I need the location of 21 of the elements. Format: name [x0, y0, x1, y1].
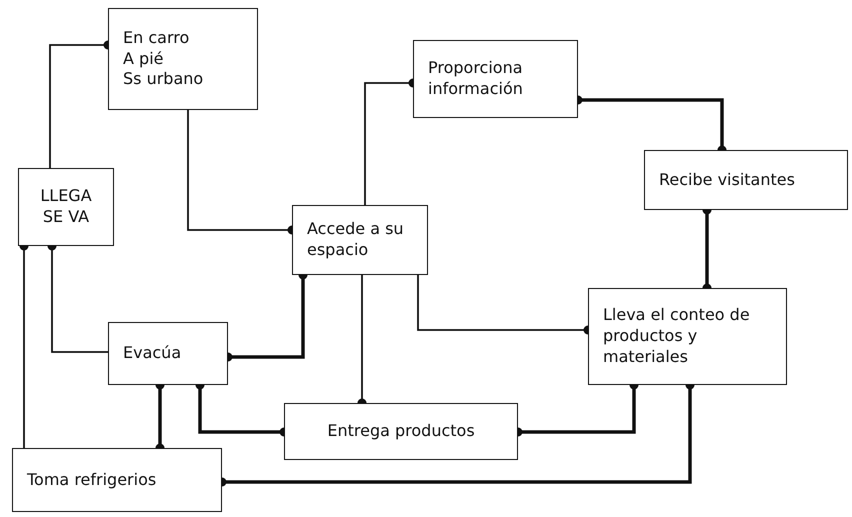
box-label: Entrega productos	[327, 421, 475, 442]
box-label: Toma refrigerios	[27, 470, 156, 490]
process-box	[644, 150, 848, 210]
box-label: Ss urbano	[123, 69, 204, 90]
box-label: En carro	[123, 28, 190, 49]
box-label: Accede a su espacio	[307, 219, 405, 261]
process-box	[292, 205, 428, 275]
box-label: SE VA	[42, 207, 90, 228]
process-box	[413, 40, 578, 118]
box-label: A pié	[123, 48, 164, 70]
process-box	[108, 322, 228, 385]
process-box	[12, 448, 222, 512]
process-box	[588, 288, 787, 385]
box-label: LLEGA	[40, 186, 92, 207]
box-label: Evacúa	[123, 343, 182, 364]
process-box	[284, 403, 518, 460]
box-label: Recibe visitantes	[659, 170, 795, 190]
box-label: Lleva el conteo de productos y materiales	[603, 305, 751, 368]
box-label: Proporciona información	[428, 58, 524, 100]
process-box	[108, 8, 258, 110]
process-box	[18, 168, 114, 246]
